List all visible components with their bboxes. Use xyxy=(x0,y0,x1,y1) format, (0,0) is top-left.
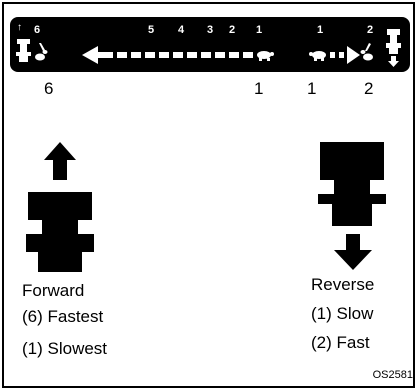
arrow-up-icon xyxy=(44,142,76,180)
tractor-icon xyxy=(386,29,401,67)
forward-slowest: (1) Slowest xyxy=(22,339,108,358)
tractor-icon xyxy=(26,192,94,272)
turtle-icon xyxy=(257,51,274,61)
band-label-2: 2 xyxy=(229,24,236,36)
reverse-slow: (1) Slow xyxy=(311,304,374,323)
band-label-rev-2: 2 xyxy=(367,24,374,36)
band-label-4: 4 xyxy=(178,24,185,36)
reverse-tractor-diagram xyxy=(318,142,386,270)
label-position-reverse-1: 1 xyxy=(307,79,317,98)
arrow-left-icon xyxy=(82,46,253,64)
tractor-icon xyxy=(318,142,386,226)
forward-tractor-diagram xyxy=(26,142,94,272)
forward-title: Forward xyxy=(22,281,85,300)
band-label-6: 6 xyxy=(34,24,41,36)
rabbit-icon xyxy=(360,43,373,61)
rabbit-icon xyxy=(35,43,48,61)
figure-frame xyxy=(2,2,415,388)
speed-indicator-band: ↑ 6 5 4 3 2 1 1 2 xyxy=(10,17,410,72)
label-position-6: 6 xyxy=(44,79,54,98)
band-label-5: 5 xyxy=(148,24,155,36)
label-position-forward-1: 1 xyxy=(254,79,264,98)
tractor-icon xyxy=(16,39,31,62)
turtle-icon xyxy=(309,51,326,61)
band-graphics xyxy=(16,29,401,67)
arrow-right-icon xyxy=(330,46,360,64)
band-label-3: 3 xyxy=(207,24,214,36)
reverse-title: Reverse xyxy=(311,275,375,294)
band-label-1: 1 xyxy=(256,24,263,36)
forward-marker: ↑ xyxy=(17,22,22,33)
arrow-down-icon xyxy=(334,234,372,270)
forward-fastest: (6) Fastest xyxy=(22,307,104,326)
figure-code: OS2581 xyxy=(372,369,413,381)
band-label-rev-1: 1 xyxy=(317,24,324,36)
reverse-fast: (2) Fast xyxy=(311,333,370,352)
label-position-reverse-2: 2 xyxy=(364,79,374,98)
